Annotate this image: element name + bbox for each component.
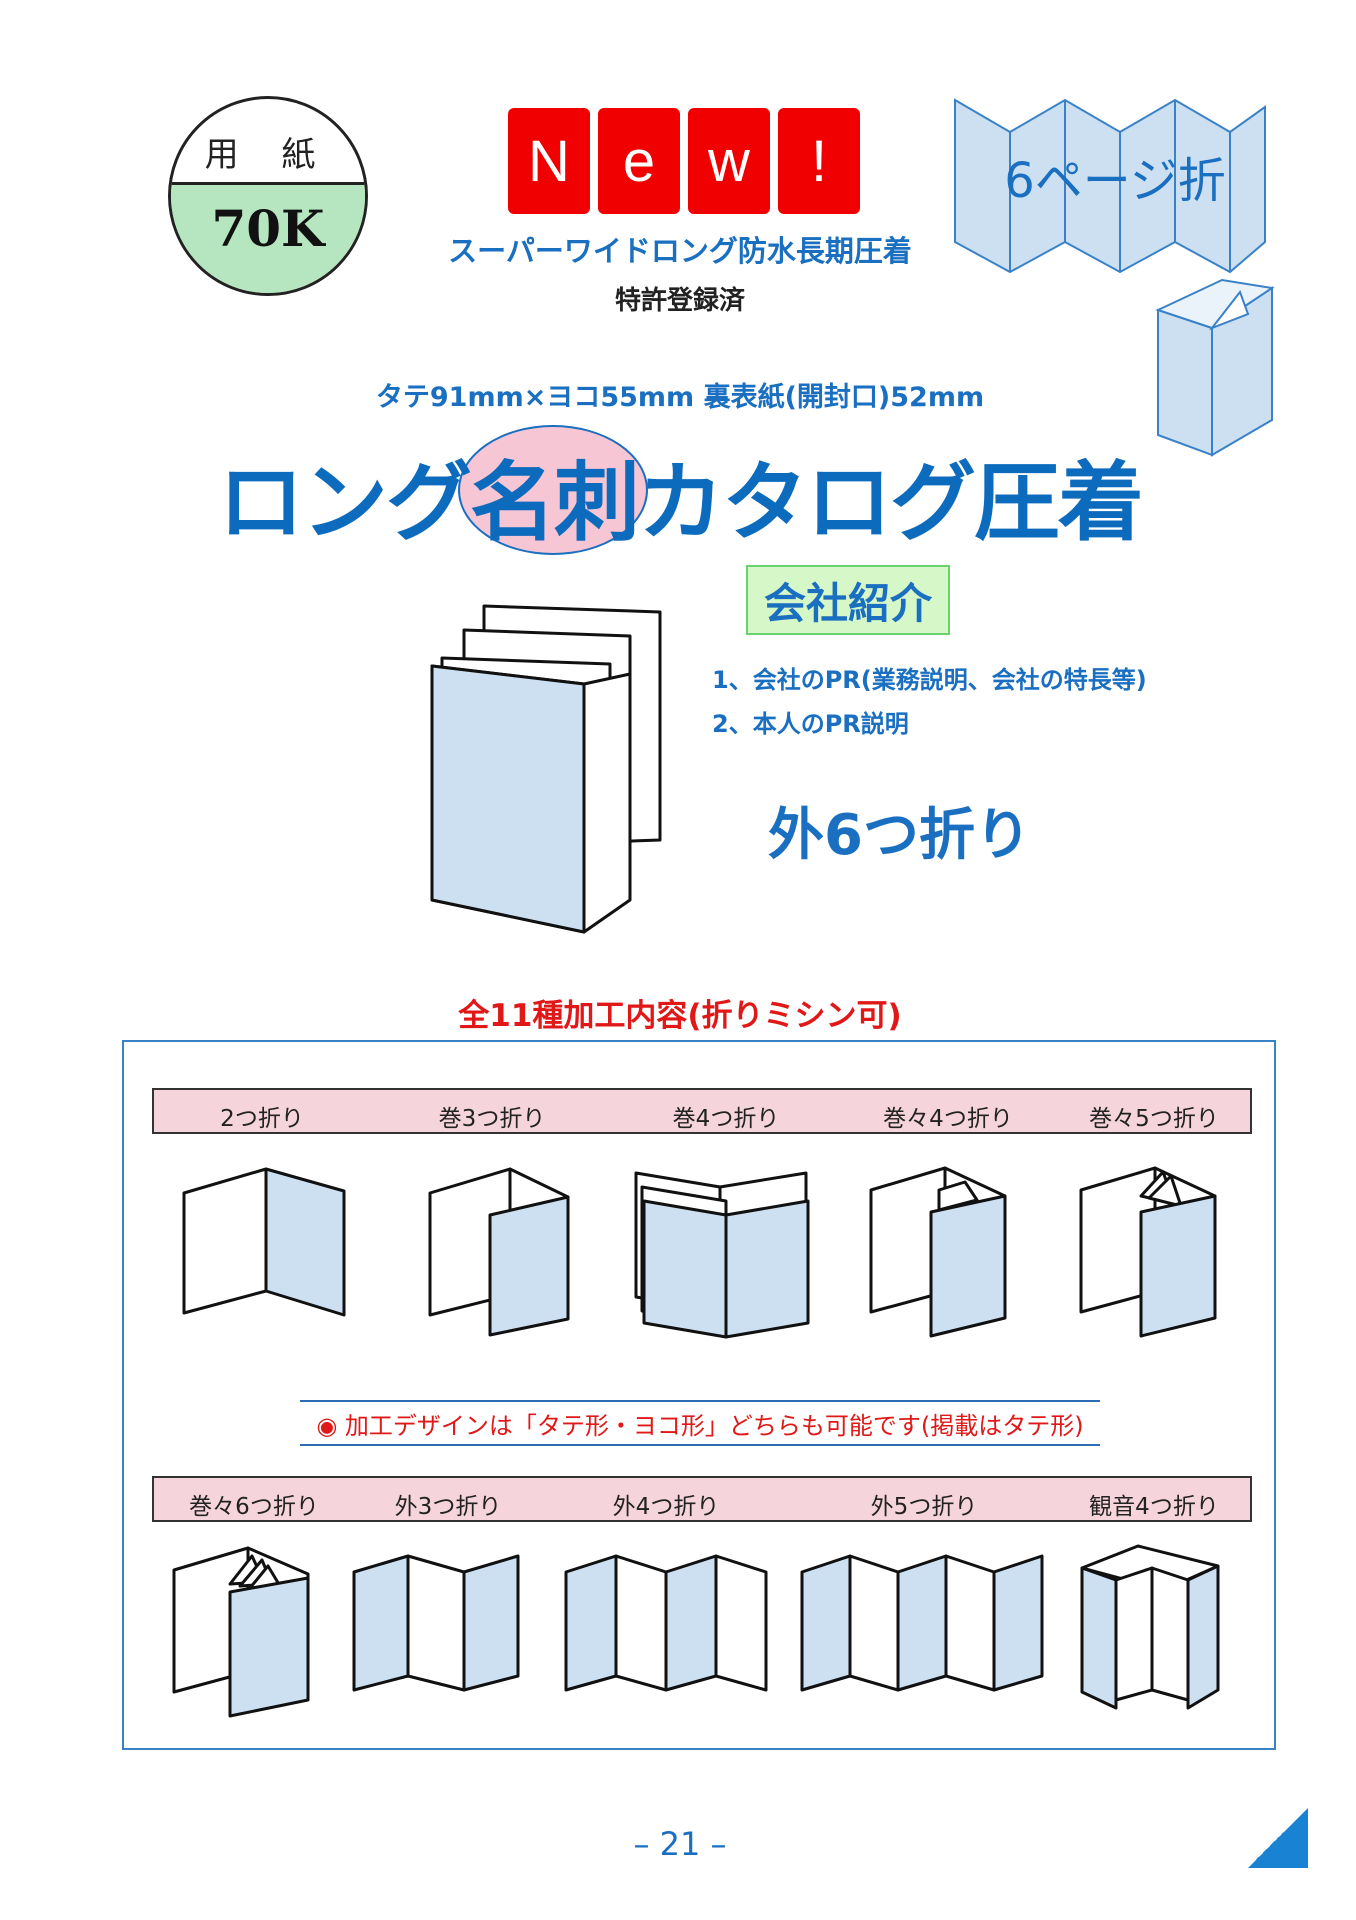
main-title-wrap: ロング名刺カタログ圧着 [200, 432, 1160, 553]
paper-label: 用 紙 [171, 99, 365, 185]
design-note: ◉ 加工デザインは「タテ形・ヨコ形」どちらも可能です(掲載はタテ形) [300, 1400, 1100, 1446]
fold-wrap-3-illustration [428, 1167, 570, 1337]
title-highlight-oval [458, 425, 648, 555]
fold-2-illustration [182, 1167, 346, 1317]
fold-label: 巻4つ折り [672, 1106, 780, 1132]
fold-label-bar-2: 巻々6つ折り 外3つ折り 外4つ折り 外5つ折り 観音4つ折り [152, 1476, 1252, 1522]
processing-title: 全11種加工内容(折りミシン可) [458, 998, 902, 1034]
open-corner-tab: OPEN [1248, 1808, 1308, 1868]
gatefold-4-illustration [1080, 1544, 1220, 1710]
dimensions-text: タテ91mm×ヨコ55mm 裏表紙(開封口)52mm [375, 382, 985, 413]
fold-label: 観音4つ折り [1089, 1494, 1219, 1520]
paper-weight: 70K [171, 185, 365, 293]
product-subtitle: スーパーワイドロング防水長期圧着 [448, 234, 912, 268]
new-letter: N [508, 108, 590, 214]
new-letter: e [598, 108, 680, 214]
fold-label: 巻々4つ折り [883, 1106, 1013, 1132]
fold-label-bar-1: 2つ折り 巻3つ折り 巻4つ折り 巻々4つ折り 巻々5つ折り [152, 1088, 1252, 1134]
processing-frame [122, 1040, 1276, 1750]
new-letter: ! [778, 108, 860, 214]
patent-label: 特許登録済 [614, 286, 745, 316]
company-intro-title: 会社紹介 [746, 565, 950, 635]
fold-double-wrap-6-illustration [172, 1546, 310, 1718]
fold-label: 巻3つ折り [438, 1106, 546, 1132]
six-page-fold-illustration: 6ページ折 [954, 98, 1266, 274]
outer-six-fold-illustration [430, 604, 662, 934]
paper-weight-badge: 用 紙 70K [168, 96, 368, 296]
outer-5-fold-illustration [800, 1554, 1044, 1692]
company-intro-item: 1、会社のPR(業務説明、会社の特長等) [712, 666, 1147, 694]
six-page-label: 6ページ折 [1004, 153, 1226, 209]
company-intro-item: 2、本人のPR説明 [712, 710, 909, 738]
fold-double-wrap-4-illustration [869, 1166, 1007, 1338]
page-number: – 21 – [633, 1825, 727, 1863]
fold-label: 巻々5つ折り [1089, 1106, 1219, 1132]
fold-label: 外3つ折り [394, 1494, 502, 1520]
fold-double-wrap-5-illustration [1079, 1166, 1217, 1338]
main-title: ロング名刺カタログ圧着 [218, 453, 1144, 553]
fold-label: 外5つ折り [870, 1494, 978, 1520]
outer-3-fold-illustration [352, 1554, 520, 1692]
folded-brochure-icon [1155, 278, 1275, 457]
fold-label: 2つ折り [220, 1106, 304, 1132]
new-letter: w [688, 108, 770, 214]
fold-name: 外6つ折り [768, 803, 1031, 868]
fold-label: 巻々6つ折り [189, 1494, 319, 1520]
outer-4-fold-illustration [564, 1554, 768, 1692]
new-badge: N e w ! [508, 108, 860, 214]
fold-wrap-4-illustration [634, 1171, 810, 1339]
fold-label: 外4つ折り [612, 1494, 720, 1520]
